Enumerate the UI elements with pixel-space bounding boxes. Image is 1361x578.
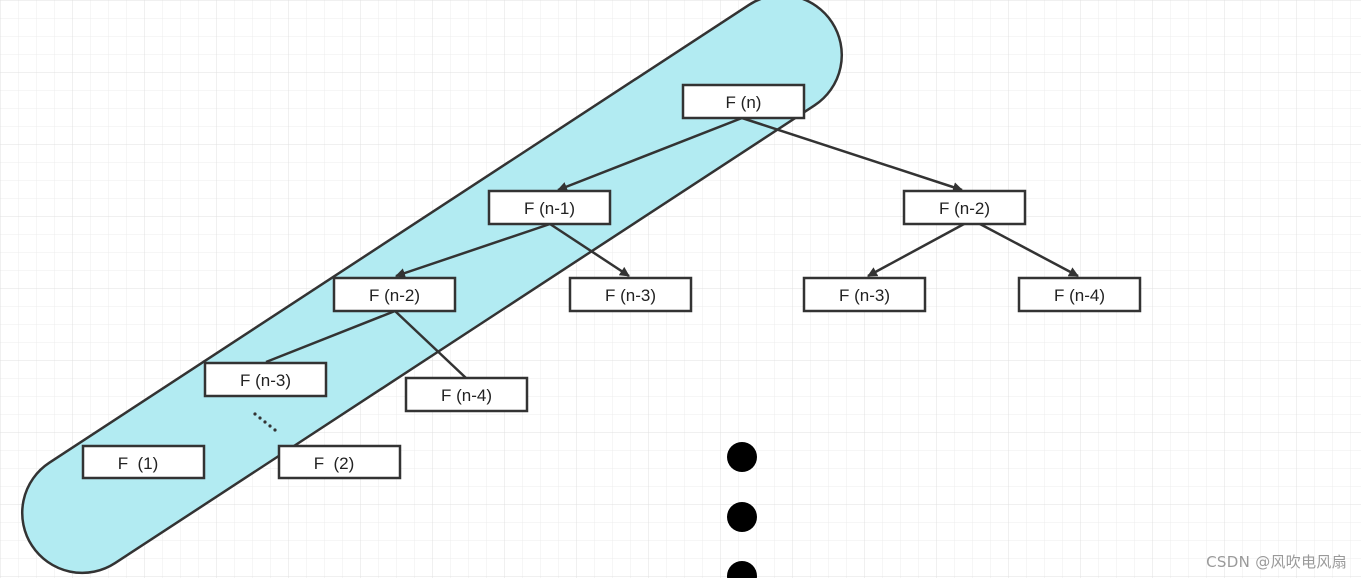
node-fn1: F (n-1) bbox=[487, 189, 612, 226]
node-fn1-label: F (n-1) bbox=[524, 199, 575, 218]
node-fn: F (n) bbox=[681, 83, 806, 120]
watermark: CSDN @风吹电风扇 bbox=[1206, 553, 1347, 571]
node-fn4-left-label: F (n-4) bbox=[441, 386, 492, 405]
node-fn4-right-label: F (n-4) bbox=[1054, 286, 1105, 305]
node-fn3-mid-label: F (n-3) bbox=[605, 286, 656, 305]
node-fn4-right: F (n-4) bbox=[1017, 276, 1142, 313]
node-f1-label: F (1) bbox=[118, 454, 159, 473]
big-dot bbox=[727, 502, 757, 532]
edge-fn2l-fn3 bbox=[265, 309, 396, 364]
big-dot bbox=[727, 442, 757, 472]
edge-fn2r-fn3 bbox=[867, 222, 965, 278]
node-fn2-right: F (n-2) bbox=[902, 189, 1027, 226]
node-f1: F (1) bbox=[81, 444, 206, 480]
node-fn2-right-label: F (n-2) bbox=[939, 199, 990, 218]
node-f2-label: F (2) bbox=[314, 454, 355, 473]
edge-fn-fn2 bbox=[741, 116, 963, 192]
edge-fn1-fn3 bbox=[549, 222, 630, 278]
node-fn2-left-label: F (n-2) bbox=[369, 286, 420, 305]
edge-fn2r-fn4 bbox=[979, 222, 1079, 278]
node-fn2-left: F (n-2) bbox=[332, 276, 457, 313]
edge-fn1-fn2 bbox=[395, 222, 551, 278]
node-fn3-left: F (n-3) bbox=[203, 361, 328, 398]
edge-fn2l-fn4 bbox=[394, 310, 467, 379]
node-fn4-left: F (n-4) bbox=[404, 376, 529, 413]
node-fn3-left-label: F (n-3) bbox=[240, 371, 291, 390]
ellipsis-dots bbox=[253, 412, 277, 432]
vertical-ellipsis bbox=[727, 442, 757, 578]
node-fn3-right: F (n-3) bbox=[802, 276, 927, 313]
edge-fn-fn1 bbox=[557, 116, 743, 192]
big-dot bbox=[727, 561, 757, 578]
node-fn-label: F (n) bbox=[726, 93, 762, 112]
node-fn3-mid: F (n-3) bbox=[568, 276, 693, 313]
edges bbox=[265, 116, 1079, 379]
node-fn3-right-label: F (n-3) bbox=[839, 286, 890, 305]
node-f2: F (2) bbox=[277, 444, 402, 480]
